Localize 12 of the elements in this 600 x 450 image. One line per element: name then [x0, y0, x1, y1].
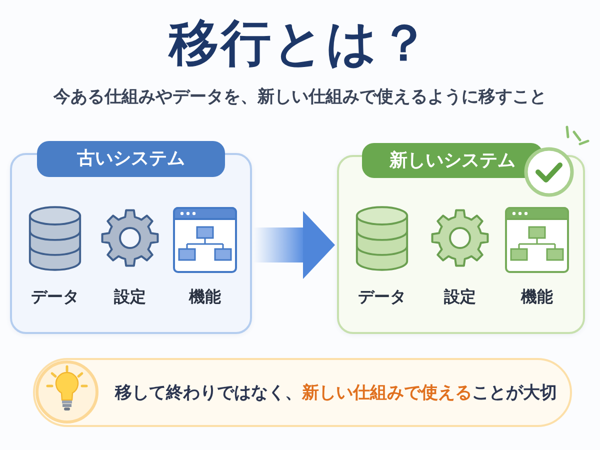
arrow — [253, 211, 335, 279]
panel-header: 古いシステム — [37, 141, 225, 177]
title: 移行とは？ — [169, 16, 431, 70]
icon-label: データ — [358, 287, 406, 307]
icon-label: データ — [31, 287, 79, 307]
subtitle: 今ある仕組みやデータを、新しい仕組みで使えるように移すこと — [54, 86, 546, 108]
icon-label: 設定 — [114, 287, 146, 307]
icon-label: 機能 — [521, 287, 553, 307]
note-text: 移して終わりではなく、新しい仕組みで使えることが大切 — [115, 382, 557, 404]
icon-label: 設定 — [444, 287, 476, 307]
icon-label: 機能 — [189, 287, 221, 307]
panel-header: 新しいシステム — [362, 143, 543, 178]
